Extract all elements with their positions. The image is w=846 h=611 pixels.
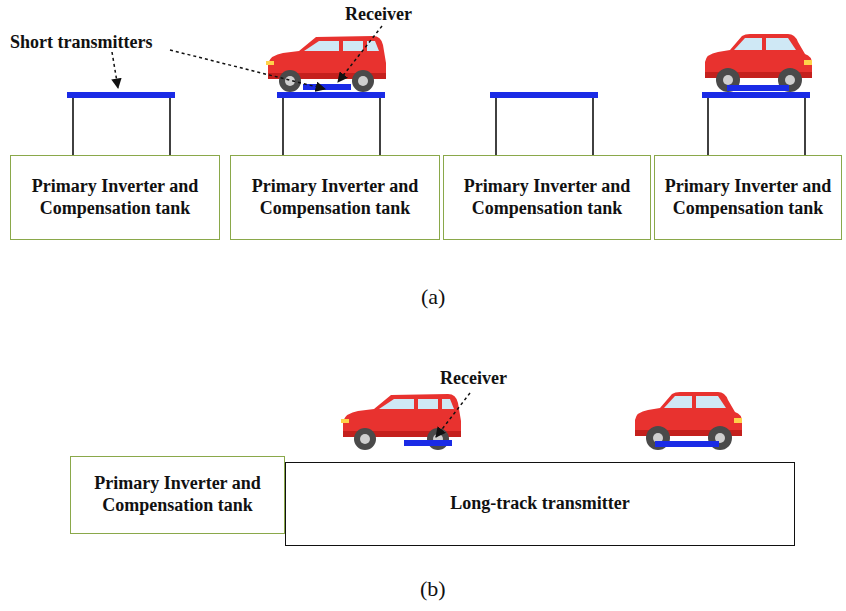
- car: [341, 394, 461, 450]
- box-text: Primary Inverter and Compensation tank: [79, 473, 276, 516]
- box-text: Primary Inverter and Compensation tank: [19, 176, 211, 219]
- inverter-box: Primary Inverter and Compensation tank: [443, 155, 651, 240]
- leader-lines: [112, 26, 382, 89]
- car: [705, 34, 812, 92]
- receiver-pad: [404, 440, 452, 446]
- inverter-box: Primary Inverter and Compensation tank: [70, 456, 285, 534]
- box-text: Primary Inverter and Compensation tank: [452, 176, 642, 219]
- car: [635, 392, 742, 450]
- receiver-pad: [727, 85, 789, 91]
- receiver-pad: [655, 441, 719, 447]
- subfigure-caption: (a): [421, 284, 445, 310]
- inverter-box: Primary Inverter and Compensation tank: [10, 155, 220, 240]
- short-transmitters: [67, 92, 810, 155]
- car: [266, 36, 386, 92]
- leader-line: [436, 393, 470, 437]
- callout-label: Short transmitters: [10, 32, 152, 53]
- box-text: Primary Inverter and Compensation tank: [663, 176, 833, 219]
- box-text: Long-track transmitter: [450, 493, 629, 515]
- inverter-box: Primary Inverter and Compensation tank: [654, 155, 842, 240]
- box-text: Primary Inverter and Compensation tank: [239, 176, 431, 219]
- subfigure-caption: (b): [420, 576, 446, 602]
- inverter-box: Primary Inverter and Compensation tank: [230, 155, 440, 240]
- long-track-transmitter: Long-track transmitter: [285, 462, 795, 546]
- callout-label: Receiver: [345, 4, 412, 25]
- callout-label: Receiver: [440, 368, 507, 389]
